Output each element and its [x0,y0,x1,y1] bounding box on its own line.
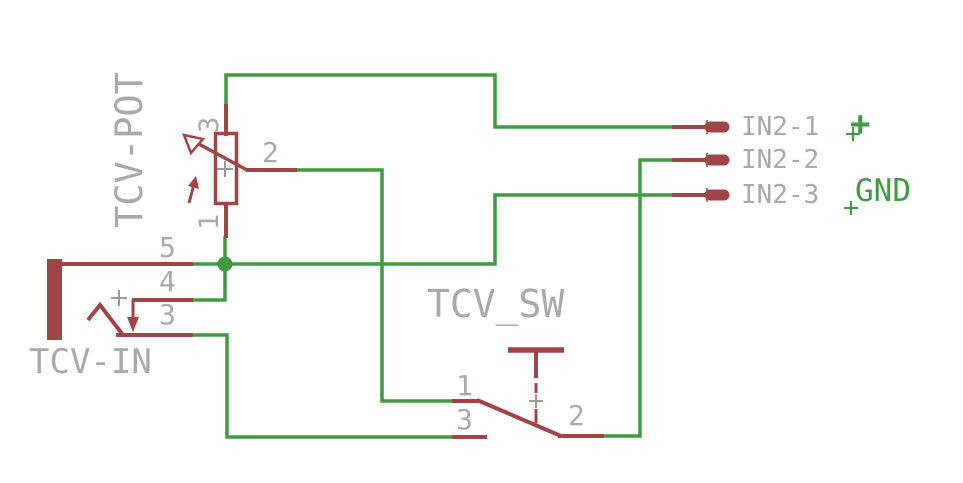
net-jack3-to-switch3[interactable] [191,333,452,439]
input-jack-symbol[interactable] [47,259,193,340]
wiper-arrowhead [181,133,206,156]
net-wiper-to-switch1[interactable] [296,168,452,403]
potentiometer-symbol[interactable] [181,104,297,238]
net-switch2-to-in2-2[interactable] [604,158,674,438]
switch-pin3-label: 3 [456,403,473,436]
header-pin-in2-3[interactable] [672,188,730,202]
origin-cross-jack [111,290,127,306]
plus-net-label: + [850,104,871,144]
header-pin1-label: IN2-1 [741,112,820,142]
origin-cross-pot [217,161,233,177]
pot-name-label: TCV-POT [108,72,151,228]
switch-symbol[interactable] [452,347,604,439]
header-pin2-label: IN2-2 [741,145,820,175]
switch-name-label: TCV_SW [427,282,565,326]
jack-tip-contact [86,301,125,337]
trim-arrow-icon [187,176,199,204]
switch-pin1-label: 1 [456,369,473,402]
gnd-label-anchor-cross [844,201,858,215]
net-pot3-to-in2-1[interactable] [224,73,674,129]
junction-dot [217,256,233,272]
jack-pin3-label: 3 [159,298,176,331]
jack-pin5-label: 5 [159,231,176,264]
gnd-net-label: GND [855,173,911,209]
switch-pin2-label: 2 [568,399,585,432]
plus-label-anchor-cross [846,127,860,141]
header-pin-in2-1[interactable] [672,120,730,134]
pot-pin2-label: 2 [262,136,279,169]
origin-cross-switch [529,394,543,408]
jack-switch-arrowhead [127,317,139,332]
header-pin3-label: IN2-3 [741,180,820,210]
jack-name-label: TCV-IN [29,342,152,382]
header-pin-in2-2[interactable] [672,153,730,167]
pot-pin3-label: 3 [194,116,225,133]
pot-pin1-label: 1 [194,213,225,230]
jack-pin4-label: 4 [159,265,176,298]
